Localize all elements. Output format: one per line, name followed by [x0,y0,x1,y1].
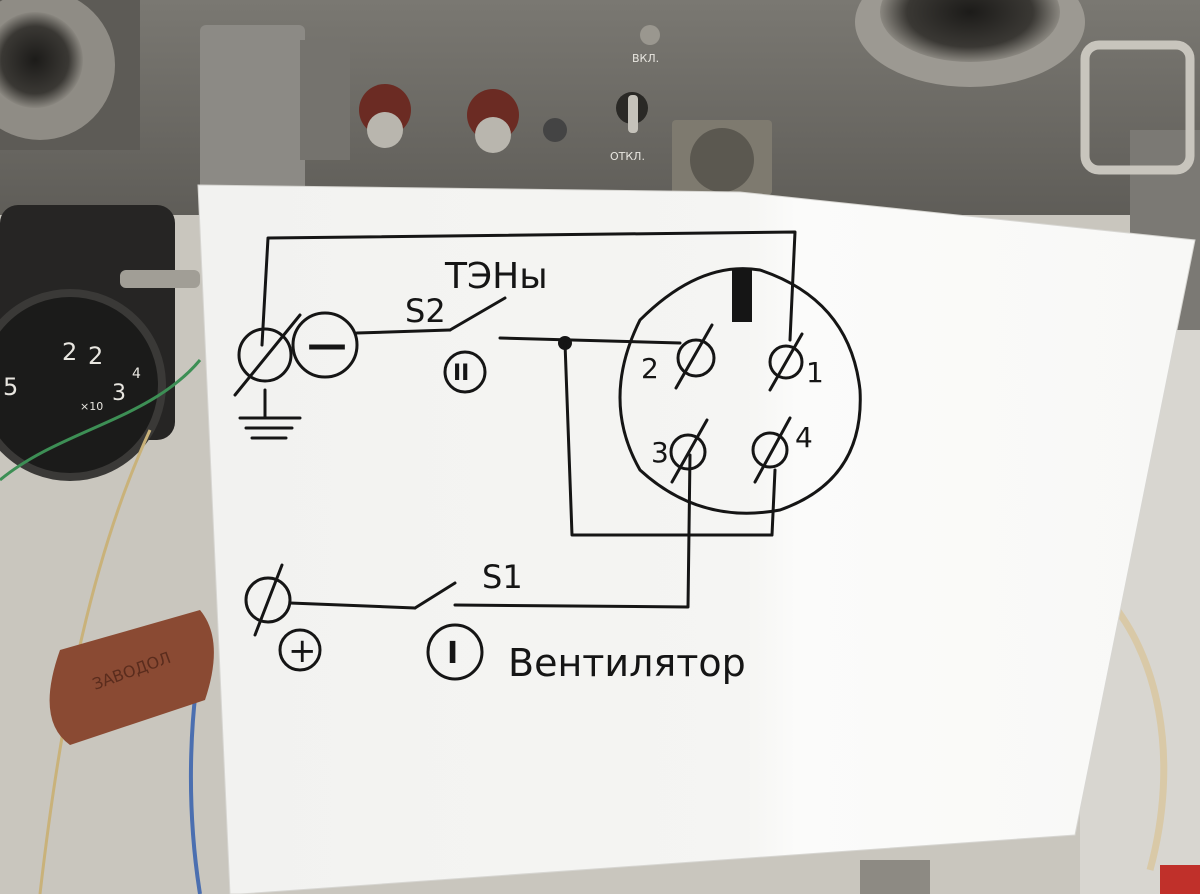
terminal-red-left-nut [367,112,403,148]
gauge-number: 2 [62,338,77,366]
gauge-number: 3 [112,381,126,406]
connector-pin-1 [768,344,804,380]
connector-pin-2 [676,338,716,378]
connector-pin-4 [751,431,789,469]
latch-handle [1080,40,1195,175]
adjust-knob-small [543,118,567,142]
terminal-slash [233,313,302,397]
pin-1-slash [768,332,804,392]
gauge-number: 5 [3,373,18,401]
connector-pin-2-label: 2 [641,352,659,385]
fan-label: Вентилятор [508,641,746,685]
gauge-unit-label: ×10 [80,400,103,413]
brown-tag [49,610,214,745]
gauge-number: 4 [132,366,141,382]
switch-s1-symbol [413,581,457,610]
schematic-terminal-left [237,327,293,383]
toggle-switch-lever [628,95,638,133]
circuit-two-mark: II [453,361,469,386]
switch-s2-symbol [448,296,507,332]
gauge-dial [0,289,166,481]
pin-2-slash [674,323,714,390]
connector-pin-1-label: 1 [806,356,824,389]
gauge-shaft [120,270,200,288]
plus-mark-circle [278,628,322,672]
switch-s1-label: S1 [482,558,523,596]
plus-symbol: + [288,631,317,671]
circuit-two-mark-circle [443,350,487,394]
ground-symbol [238,388,302,440]
pin-3-slash [670,418,709,484]
bottom-red-part [1160,865,1200,894]
switch-on-label: ВКЛ. [632,52,659,65]
pin3-to-s1 [453,453,692,609]
hand-drawn-schematic: — S2 ТЭНы II 2 1 3 4 S1 [233,230,862,685]
bottom-hardware [860,860,930,894]
heaters-label: ТЭНы [444,256,548,297]
switch-off-label: ОТКЛ. [610,150,645,163]
schematic-wire-junction [498,336,682,345]
pin-4-slash [753,416,792,484]
panel-screw [640,25,660,45]
connector-pin-3 [669,433,707,471]
schematic-terminal-bottom-left [244,576,292,624]
schematic-wire-s1-in [288,601,417,610]
bottom-terminal-slash [253,563,284,637]
wire-beige [1097,587,1168,871]
schematic-wire-s2-in [355,328,452,335]
junction-drop [563,341,777,537]
circuit-one-mark: I [447,636,458,671]
schematic-minus-terminal [291,311,359,379]
connector-key [732,270,752,322]
terminal-red-right-nut [475,117,511,153]
connector-pin-3-label: 3 [651,436,669,469]
switch-s2-label: S2 [405,292,446,330]
circuit-one-mark-circle [426,623,484,681]
panel-bracket [200,25,305,225]
connector-outline [618,267,862,515]
connector-socket-left-hole [0,12,83,108]
gauge-number: 2 [88,342,103,370]
wire-green [0,359,202,482]
square-connector-barrel [690,128,754,192]
panel-hinge [300,40,350,160]
paper-sheet [197,184,1196,894]
minus-symbol: — [307,322,347,368]
schematic-wire-top [260,230,797,347]
connector-socket-top-right-hole [880,0,1060,62]
connector-pin-4-label: 4 [795,421,813,454]
